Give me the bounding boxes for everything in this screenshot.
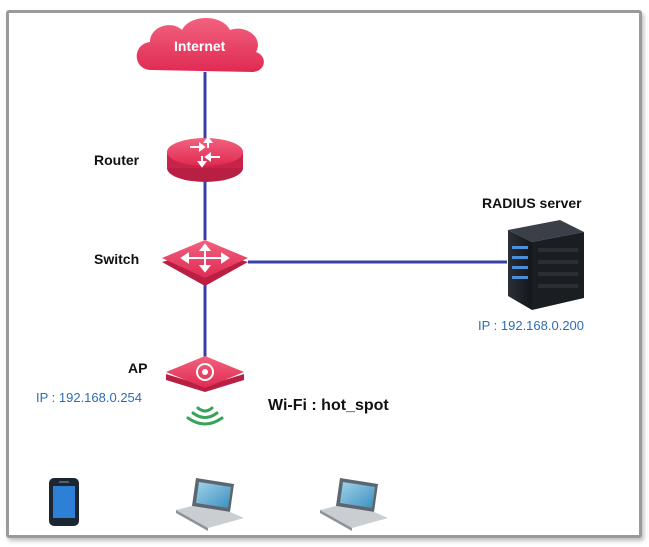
ap-icon <box>166 356 244 392</box>
router-icon <box>167 138 243 182</box>
server-icon <box>508 220 584 310</box>
wifi-ssid-label: Wi-Fi : hot_spot <box>268 397 389 415</box>
laptop-icon <box>320 478 388 531</box>
links <box>205 72 507 358</box>
internet-label: Internet <box>174 38 225 54</box>
phone-icon <box>49 478 79 526</box>
ap-label: AP <box>128 360 147 376</box>
radius-ip-address: IP : 192.168.0.200 <box>478 318 584 333</box>
laptop-icon <box>176 478 244 531</box>
router-label: Router <box>94 152 139 168</box>
ap-ip-address: IP : 192.168.0.254 <box>36 390 142 405</box>
wifi-signal-icon <box>188 408 222 424</box>
radius-server-label: RADIUS server <box>482 195 582 211</box>
switch-icon <box>162 240 248 286</box>
switch-label: Switch <box>94 251 139 267</box>
